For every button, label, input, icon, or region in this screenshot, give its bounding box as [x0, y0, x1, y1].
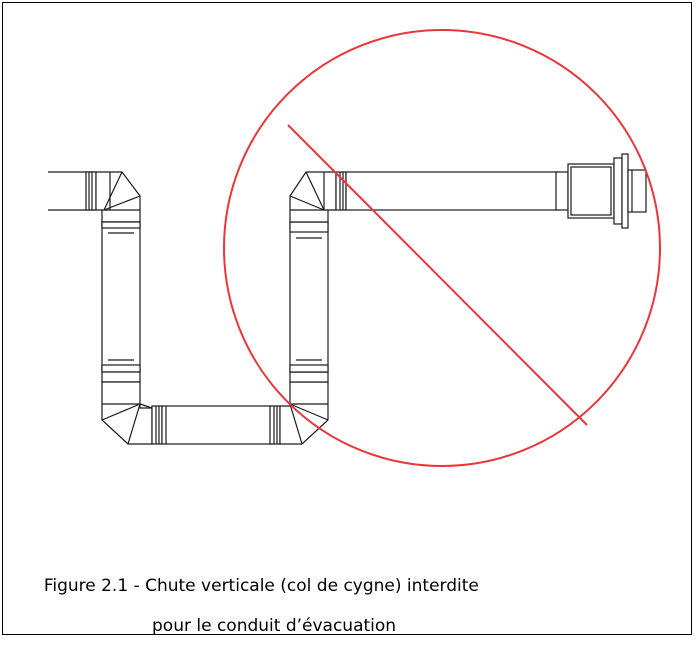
right-vertical-pipe [289, 221, 329, 383]
elbow-bottom-left [101, 381, 153, 445]
wall-terminal-icon [567, 153, 647, 229]
bottom-horizontal-pipe [151, 405, 281, 445]
figure-caption: Figure 2.1 - Chute verticale (col de cyg… [33, 556, 479, 656]
vent-diagram [48, 29, 661, 467]
outlet-pipe [335, 171, 569, 211]
caption-line-2: pour le conduit d’évacuation [152, 616, 397, 637]
left-vertical-pipe [101, 221, 141, 383]
elbow-top-right [289, 171, 337, 223]
elbow-bottom-right [279, 381, 329, 445]
caption-line-1: Figure 2.1 - Chute verticale (col de cyg… [43, 576, 479, 597]
figure-frame [2, 2, 692, 635]
elbow-top-left [95, 171, 141, 223]
no-sign-icon [223, 29, 661, 467]
inlet-pipe [48, 171, 97, 211]
